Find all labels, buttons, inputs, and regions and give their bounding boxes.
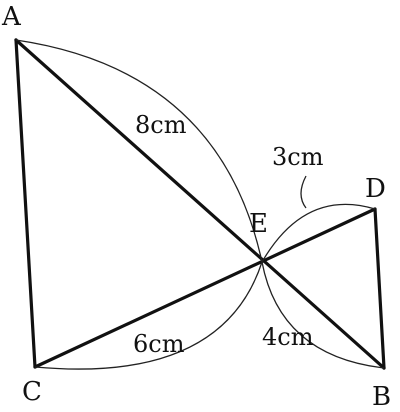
segment-ab <box>14 38 386 370</box>
length-de: 3cm <box>272 143 324 171</box>
segment-ac <box>14 38 37 369</box>
length-ae: 8cm <box>135 111 187 139</box>
label-a: A <box>1 2 22 32</box>
measurement-arcs <box>15 39 385 370</box>
label-d: D <box>365 174 386 204</box>
length-labels: 8cm 3cm 6cm 4cm <box>133 111 324 358</box>
segments <box>14 38 386 370</box>
label-e: E <box>249 209 268 239</box>
length-eb: 4cm <box>262 323 314 351</box>
arc-ce <box>34 261 263 370</box>
label-c: C <box>22 377 42 407</box>
segment-db <box>373 207 386 370</box>
point-labels: A B C D E <box>1 2 391 412</box>
arc-ed <box>261 203 376 263</box>
arc-eb <box>261 261 385 369</box>
length-ce: 6cm <box>133 330 185 358</box>
leader-3cm <box>300 175 307 209</box>
arc-ae <box>15 39 263 263</box>
segment-cd <box>33 207 377 369</box>
label-b: B <box>372 382 391 412</box>
